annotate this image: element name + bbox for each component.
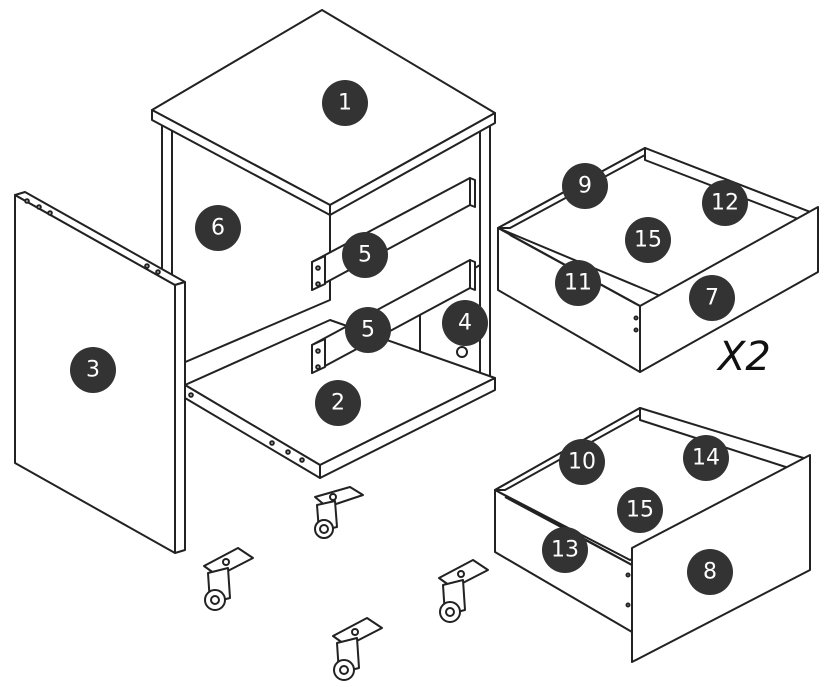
- quantity-label: X2: [716, 334, 771, 380]
- callout-badge: [555, 260, 601, 306]
- callout-drawer-large-bottom: 15: [617, 487, 663, 533]
- caster: [332, 617, 383, 681]
- callout-drawer-large-left: 13: [542, 527, 588, 573]
- callout-number: 15: [634, 228, 662, 253]
- callout-badge: [70, 347, 116, 393]
- caster: [438, 559, 489, 623]
- callout-number: 12: [711, 191, 739, 216]
- callout-badge: [559, 439, 605, 485]
- callout-left-side-panel: 3: [70, 347, 116, 393]
- callout-drawer-large-front: 8: [687, 549, 733, 595]
- callout-number: 5: [358, 243, 372, 268]
- callout-drawer-small-left: 11: [555, 260, 601, 306]
- caster: [203, 547, 254, 611]
- callout-badge: [625, 217, 671, 263]
- callout-badge: [442, 300, 488, 346]
- callout-number: 2: [331, 391, 345, 416]
- callout-badge: [195, 205, 241, 251]
- callout-back-panel: 4: [442, 300, 488, 346]
- callout-drawer-large-left-back: 10: [559, 439, 605, 485]
- callout-number: 8: [703, 560, 717, 585]
- callout-drawer-small-front: 7: [689, 275, 735, 321]
- callout-bottom-panel: 2: [315, 380, 361, 426]
- callout-number: 1: [338, 91, 352, 116]
- callout-number: 15: [626, 498, 654, 523]
- callout-badge: [617, 487, 663, 533]
- callout-drawer-small-bottom: 15: [625, 217, 671, 263]
- callout-number: 11: [564, 271, 592, 296]
- callout-number: 9: [578, 174, 592, 199]
- callout-badge: [542, 527, 588, 573]
- callout-right-side-panel: 6: [195, 205, 241, 251]
- callout-badge: [315, 380, 361, 426]
- callout-number: 6: [211, 216, 225, 241]
- callout-badge: [322, 80, 368, 126]
- callout-rail-upper: 5: [342, 232, 388, 278]
- callout-badge: [683, 435, 729, 481]
- callout-drawer-small-right-back: 12: [702, 180, 748, 226]
- callout-badge: [342, 232, 388, 278]
- callout-number: 14: [692, 446, 720, 471]
- callout-number: 5: [361, 318, 375, 343]
- callout-badge: [562, 163, 608, 209]
- callout-drawer-large-right-back: 14: [683, 435, 729, 481]
- large-drawer: [494, 407, 811, 663]
- callout-drawer-small-left-back: 9: [562, 163, 608, 209]
- callout-top-panel: 1: [322, 80, 368, 126]
- callout-rail-lower: 5: [345, 307, 391, 353]
- callout-number: 3: [86, 358, 100, 383]
- callout-number: 10: [568, 450, 596, 475]
- callout-badge: [345, 307, 391, 353]
- callout-badge: [702, 180, 748, 226]
- callout-badge: [689, 275, 735, 321]
- caster: [314, 486, 364, 539]
- callout-number: 13: [551, 538, 579, 563]
- callout-badge: [687, 549, 733, 595]
- callout-number: 7: [705, 286, 719, 311]
- callout-number: 4: [458, 311, 472, 336]
